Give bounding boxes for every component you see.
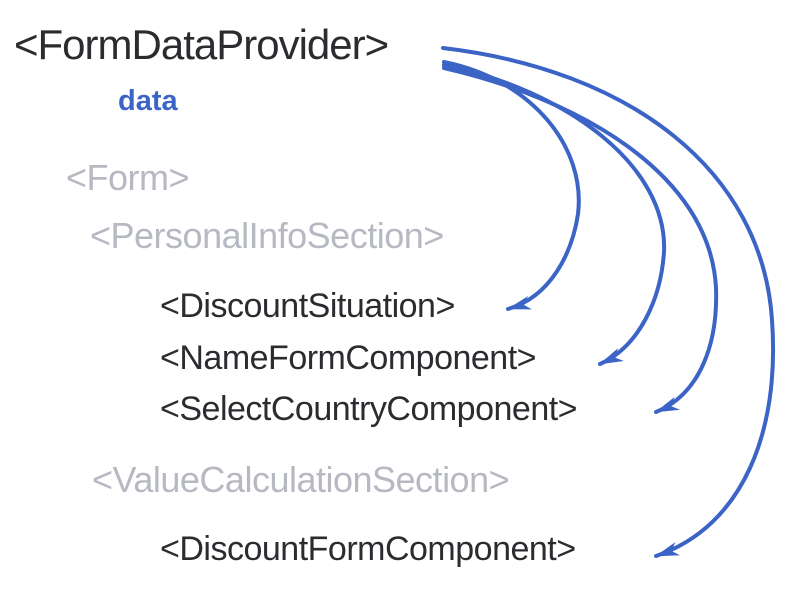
node-personal-info-section: <PersonalInfoSection> [90,215,444,256]
prop-label-data: data [118,85,178,117]
node-name-form-component: <NameFormComponent> [160,339,537,377]
node-discount-situation: <DiscountSituation> [160,287,455,325]
arrow-to-select-country-component [442,66,719,414]
arrow-to-name-form-component [442,63,667,366]
node-select-country-component: <SelectCountryComponent> [160,390,578,428]
node-discount-form-component: <DiscountFormComponent> [160,530,576,568]
arrow-to-discount-situation [442,60,581,311]
node-form-data-provider: <FormDataProvider> [14,21,389,68]
node-form: <Form> [66,157,190,198]
node-value-calculation-section: <ValueCalculationSection> [92,459,510,500]
arrow-to-discount-form-component [441,46,776,558]
